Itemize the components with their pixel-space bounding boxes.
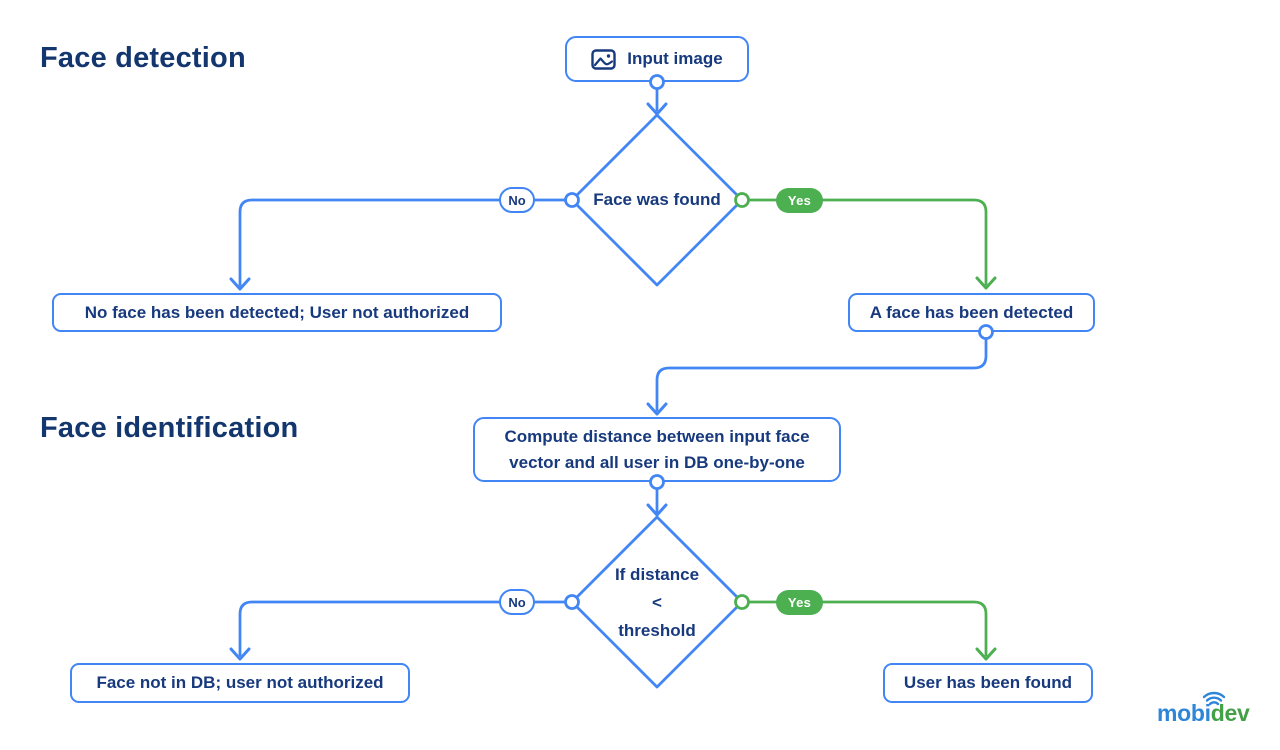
compute-distance-label: Compute distance between input face vect… [504,426,810,472]
logo-text-dev: dev [1210,700,1250,726]
face-detected-label: A face has been detected [869,302,1074,322]
edge-label-yes-1: Yes [776,188,823,213]
face-not-in-db-label: Face not in DB; user not authorized [96,673,384,692]
arrowhead-into-compute [646,402,668,416]
input-image-node: Input image [565,36,749,82]
decision1-label: Face was found [593,190,721,209]
no-face-detected-label: No face has been detected; User not auth… [84,302,470,322]
connector-face-detected-to-compute [655,337,988,412]
section-title-face-identification: Face identification [40,412,299,444]
decision2-label: If distance < threshold [614,565,700,640]
edge-label-no-1: No [499,187,535,213]
user-found-label: User has been found [903,673,1073,692]
mobidev-logo: mobidev [1157,691,1250,726]
no-face-detected-node: No face has been detected; User not auth… [52,293,502,332]
arrowhead-into-face-detected [975,276,997,290]
input-image-label: Input image [627,49,723,68]
section-title-face-detection: Face detection [40,42,246,74]
arrowhead-into-no-face [229,277,251,291]
image-icon [591,48,616,70]
logo-text-mobi: mobi [1157,700,1211,726]
edge-label-no-2: No [499,589,535,615]
arrowhead-into-user-found [975,647,997,661]
compute-distance-node: Compute distance between input face vect… [473,417,841,482]
edge-label-yes-2: Yes [776,590,823,615]
wifi-arcs-icon [1202,691,1226,706]
user-found-node: User has been found [883,663,1093,703]
arrowhead-into-decision1 [646,102,668,116]
arrowhead-into-decision2 [646,503,668,517]
arrowhead-into-face-not-in-db [229,647,251,661]
face-not-in-db-node: Face not in DB; user not authorized [70,663,410,703]
face-detected-node: A face has been detected [848,293,1095,332]
